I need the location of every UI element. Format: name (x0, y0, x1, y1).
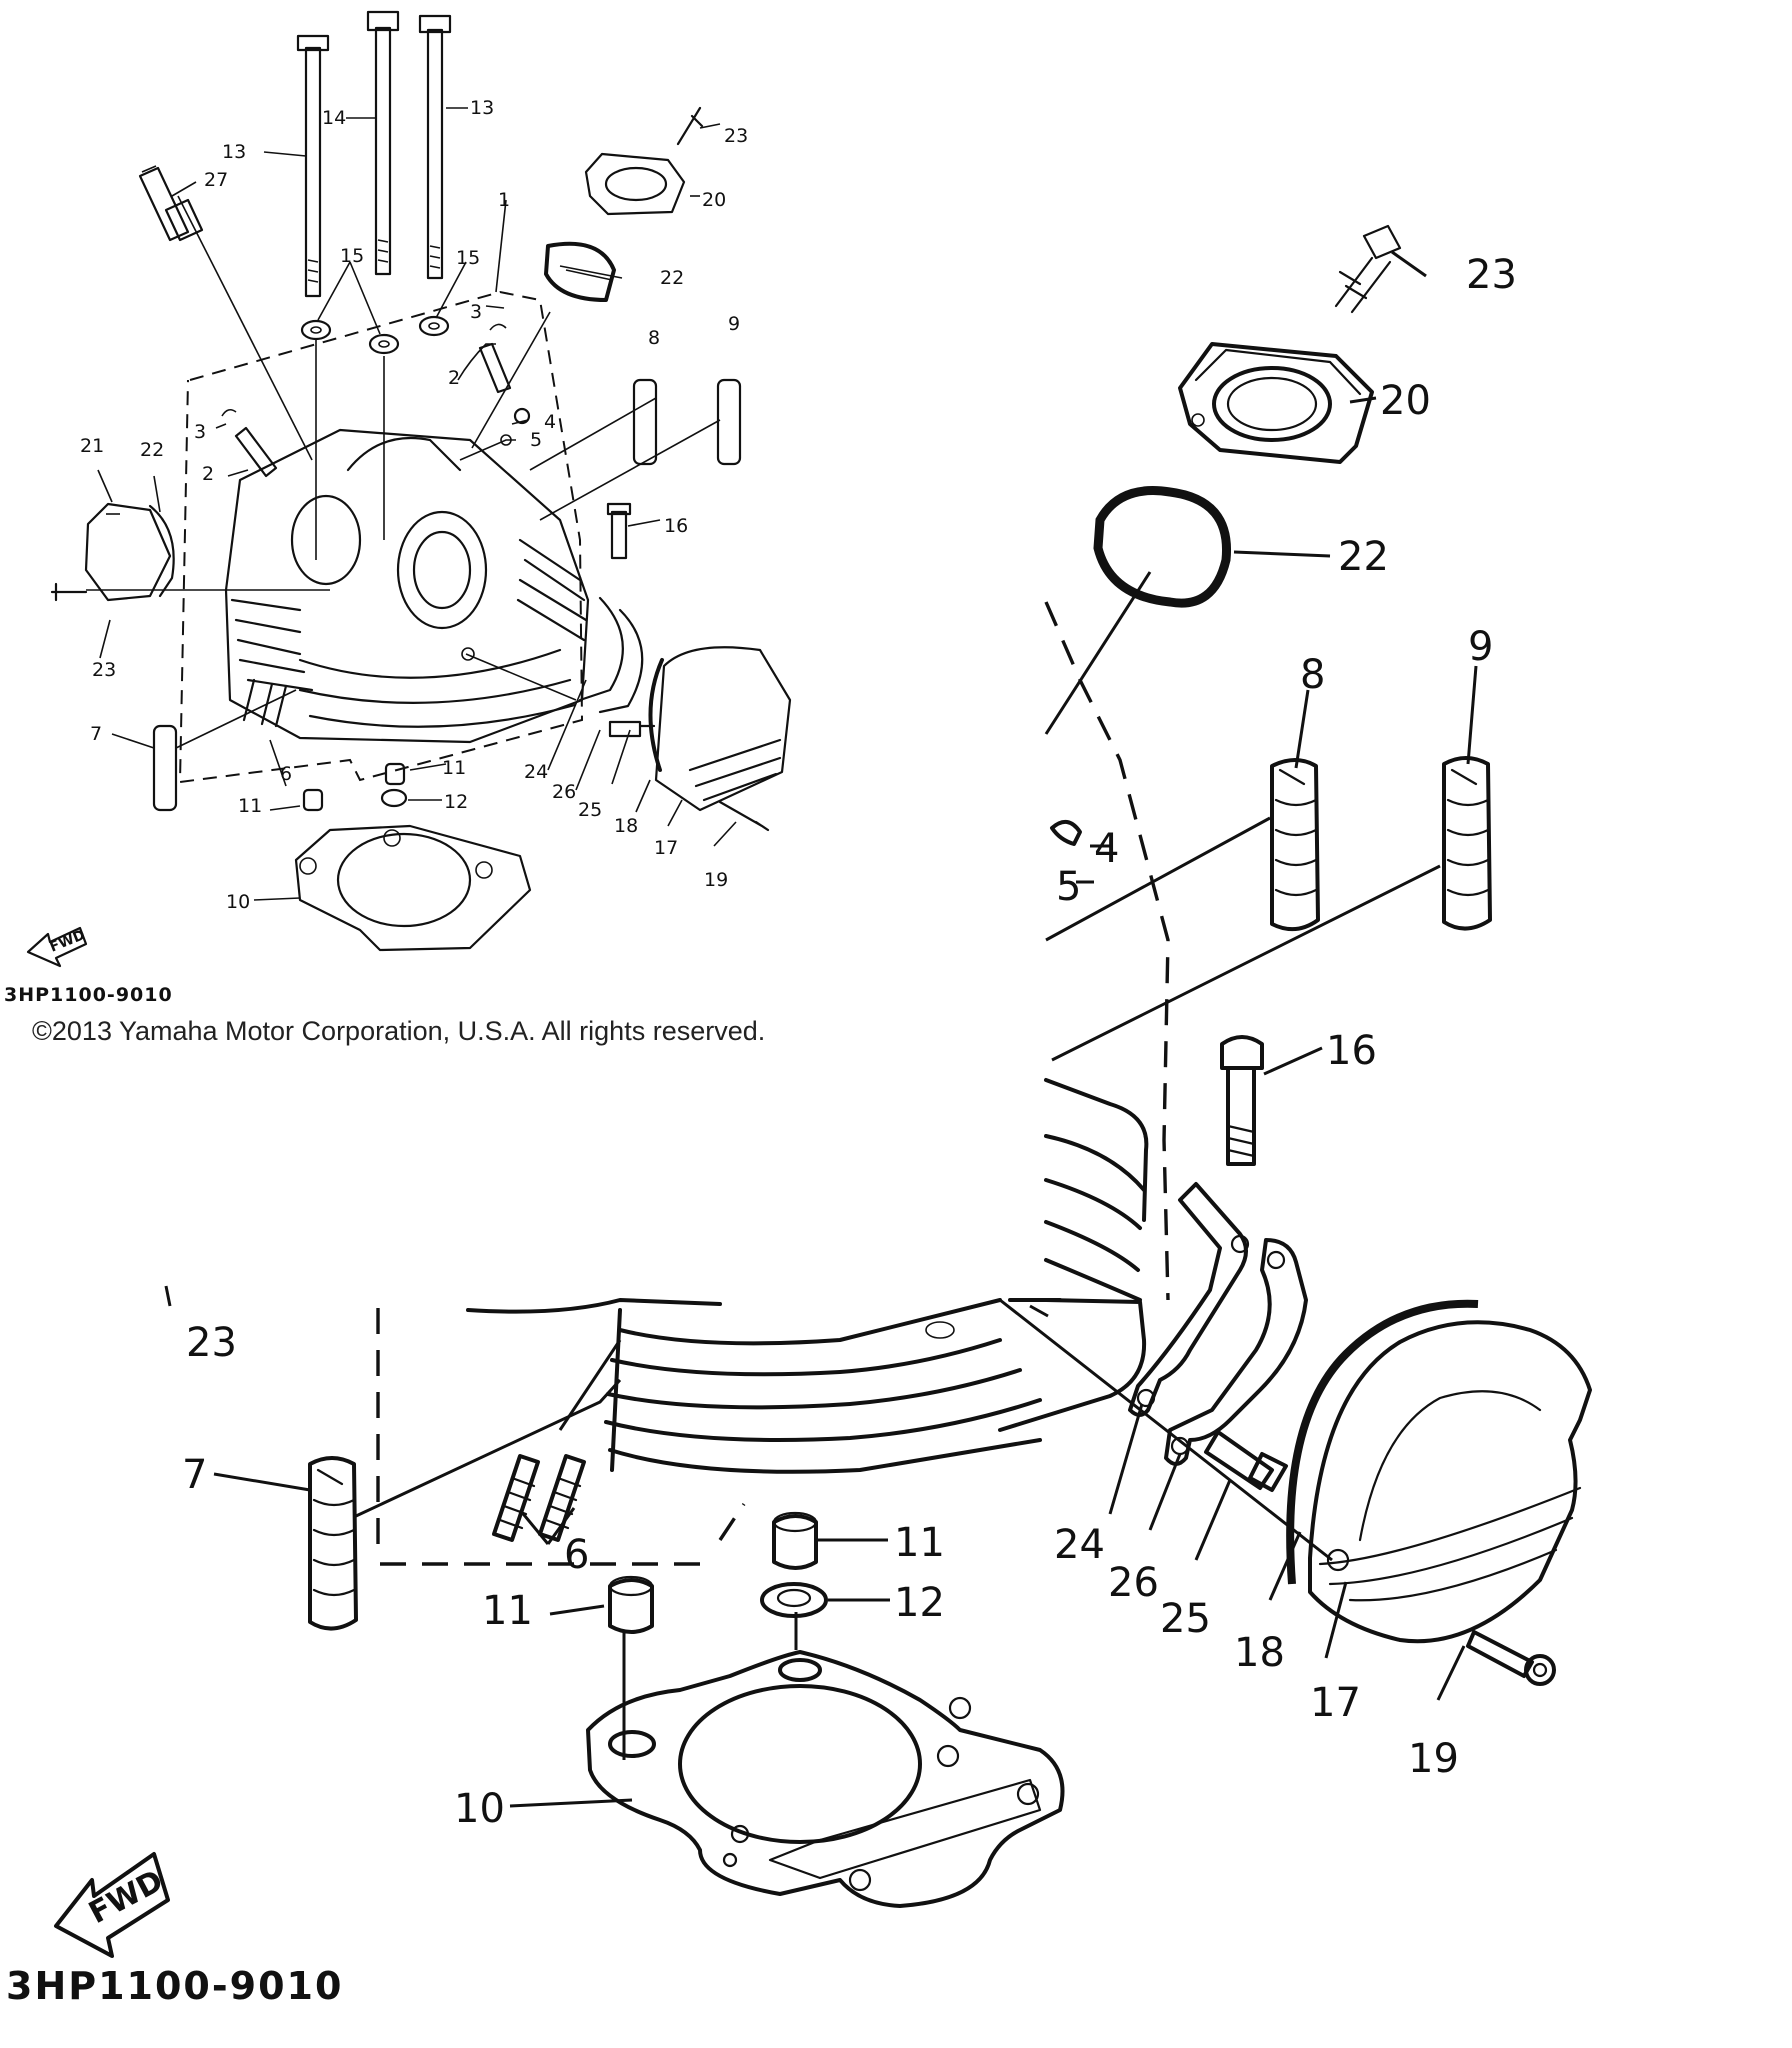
part-label: 25 (578, 799, 602, 821)
bolt-icon (1220, 1035, 1264, 1166)
part-label: 26 (1108, 1560, 1159, 1606)
part-label: 16 (664, 515, 688, 537)
part-label: 10 (226, 891, 250, 913)
part-label: 23 (724, 125, 748, 147)
detail-part-labels: 4 5 6 7 8 9 10 11 11 12 16 17 18 19 20 2… (182, 252, 1517, 1832)
bracket-plate-icon (1128, 1182, 1308, 1466)
part-label: 10 (454, 1786, 505, 1832)
part-label: 23 (92, 659, 116, 681)
part-label: 4 (544, 411, 556, 433)
part-label: 8 (648, 327, 660, 349)
part-label: 4 (1094, 826, 1119, 872)
part-label: 23 (186, 1320, 237, 1366)
part-label: 22 (660, 267, 684, 289)
part-label: 20 (1380, 378, 1431, 424)
part-label: 5 (1056, 864, 1081, 910)
stud-icon (492, 1454, 586, 1542)
part-label: 13 (470, 97, 494, 119)
part-label: 6 (280, 763, 292, 785)
washer-icon (300, 315, 450, 355)
part-label: 19 (704, 869, 728, 891)
o-ring-icon (1093, 486, 1232, 608)
part-label: 11 (482, 1588, 533, 1634)
head-gasket-icon (586, 1650, 1065, 1908)
part-label: 7 (182, 1452, 207, 1498)
part-label: 8 (1300, 652, 1325, 698)
part-label: 22 (1338, 534, 1389, 580)
part-label: 19 (1408, 1736, 1459, 1782)
part-label: 13 (222, 141, 246, 163)
spark-plug-icon (138, 165, 204, 242)
intake-joint-icon (584, 106, 704, 216)
dowel-sleeve-icon (308, 756, 1492, 1631)
part-label: 12 (894, 1580, 945, 1626)
part-label: 15 (340, 245, 364, 267)
part-label: 11 (238, 795, 262, 817)
overview-part-labels: 1 2 2 3 3 4 5 6 7 8 9 10 11 11 12 13 13 … (80, 97, 748, 913)
fwd-arrow-icon: FWD (54, 1852, 170, 1958)
copyright-notice: ©2013 Yamaha Motor Corporation, U.S.A. A… (32, 1016, 766, 1046)
fwd-label: FWD (48, 927, 88, 956)
part-label: 9 (728, 313, 740, 335)
part-label: 6 (564, 1532, 589, 1578)
part-label: 1 (498, 189, 510, 211)
part-label: 7 (90, 723, 102, 745)
tappet-cover-icon (50, 502, 175, 602)
part-label: 18 (614, 815, 638, 837)
part-label: 15 (456, 247, 480, 269)
cylinder-head-icon (224, 428, 590, 744)
bolt-icon (1204, 1430, 1288, 1492)
part-label: 3 (470, 301, 482, 323)
part-label: 11 (894, 1520, 945, 1566)
part-label: 17 (1310, 1680, 1361, 1726)
diagram-code-large: 3HP1100-9010 (6, 1964, 344, 2008)
part-label: 21 (80, 435, 104, 457)
intake-joint-icon (1178, 224, 1402, 464)
part-label: 14 (322, 107, 346, 129)
tappet-cover-icon (648, 646, 792, 832)
overview-drawing: FWD 1 2 2 3 3 4 (26, 10, 792, 968)
cylinder-head-bolt-icon (296, 10, 452, 298)
part-label: 26 (552, 781, 576, 803)
diagram-code-small: 3HP1100-9010 (4, 984, 173, 1006)
part-label: 22 (140, 439, 164, 461)
part-label: 17 (654, 837, 678, 859)
part-label: 24 (1054, 1522, 1105, 1568)
part-label: 27 (204, 169, 228, 191)
part-label: 3 (194, 421, 206, 443)
part-label: 9 (1468, 624, 1493, 670)
part-label: 16 (1326, 1028, 1377, 1074)
part-label: 18 (1234, 1630, 1285, 1676)
part-label: 24 (524, 761, 548, 783)
dowel-pin-icon (608, 1511, 818, 1634)
part-label: 12 (444, 791, 468, 813)
part-label: 25 (1160, 1596, 1211, 1642)
part-label: 23 (1466, 252, 1517, 298)
part-label: 20 (702, 189, 726, 211)
cylinder-head-icon (466, 1078, 1149, 1474)
detail-drawing: FWD (54, 224, 1592, 1958)
tappet-cover-icon (1286, 1299, 1592, 1686)
part-label: 2 (448, 367, 460, 389)
part-label: 5 (530, 429, 542, 451)
part-label: 2 (202, 463, 214, 485)
seal-ring-icon (760, 1582, 828, 1618)
part-label: 11 (442, 757, 466, 779)
head-gasket-icon (294, 824, 532, 952)
fwd-arrow-icon: FWD (26, 926, 88, 968)
